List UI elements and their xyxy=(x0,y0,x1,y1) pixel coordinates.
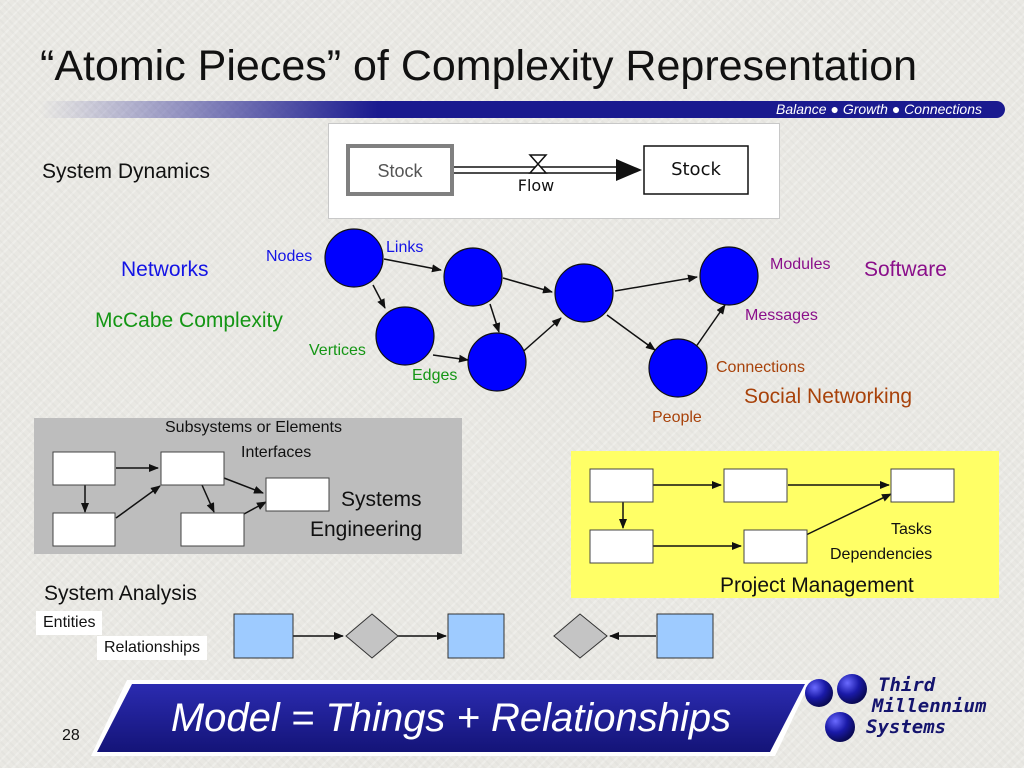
mccabe-complexity-label: McCabe Complexity xyxy=(95,309,283,332)
network-node xyxy=(467,332,527,392)
link-edge xyxy=(692,304,726,352)
flow-valve-icon xyxy=(528,154,548,174)
stock-flow-diagram xyxy=(346,144,749,196)
link-edge xyxy=(432,354,469,363)
company-logo-text: Third Millennium Systems xyxy=(866,675,986,738)
network-node xyxy=(443,247,503,307)
banner-text: Model = Things + Relationships xyxy=(170,695,732,740)
system-dynamics-label: System Dynamics xyxy=(42,160,211,183)
interfaces-label: Interfaces xyxy=(241,444,312,461)
systems-engineering-diagram xyxy=(52,451,330,547)
entity-relationship-diagram xyxy=(233,613,714,659)
task-box xyxy=(890,468,955,503)
task-box xyxy=(743,529,808,564)
project-management-diagram xyxy=(589,468,955,564)
network-node xyxy=(324,228,384,288)
link-edge xyxy=(489,303,501,333)
link-edge xyxy=(383,258,442,273)
subsystem-box xyxy=(265,477,330,512)
tagline: Balance ● Growth ● Connections xyxy=(775,101,982,117)
link-edge xyxy=(517,317,562,357)
messages-label: Messages xyxy=(745,307,818,324)
engineering-label: Engineering xyxy=(310,518,423,541)
entity-box xyxy=(233,613,294,659)
stock-right-box xyxy=(643,145,749,195)
page-number: 28 xyxy=(62,727,80,744)
link-edge xyxy=(372,284,386,309)
subsystem-box xyxy=(52,512,116,547)
software-label: Software xyxy=(864,258,947,281)
network-node xyxy=(648,338,708,398)
subsystem-box xyxy=(160,451,225,486)
entity-box xyxy=(447,613,505,659)
network-node xyxy=(554,263,614,323)
social-networking-label: Social Networking xyxy=(744,385,913,408)
task-box xyxy=(589,468,654,503)
flow-label: Flow xyxy=(517,176,555,195)
relationship-diamond xyxy=(553,613,608,659)
stock-left-box xyxy=(346,144,454,196)
logo-line-millennium: Millennium xyxy=(872,695,987,717)
people-label: People xyxy=(652,409,702,426)
network-node xyxy=(375,306,435,366)
relationship-diamond xyxy=(345,613,399,659)
edges-label: Edges xyxy=(412,367,458,384)
logo-line-systems: Systems xyxy=(866,716,947,738)
link-edge xyxy=(606,314,656,351)
logo-line-third: Third xyxy=(878,674,936,696)
subsystem-box xyxy=(52,451,116,486)
subsystems-label: Subsystems or Elements xyxy=(165,419,342,436)
nodes-label: Nodes xyxy=(266,248,313,265)
title-underline-bar xyxy=(40,101,1005,118)
tasks-label: Tasks xyxy=(891,521,932,538)
stock-left-label: Stock xyxy=(377,161,423,181)
entity-box xyxy=(656,613,714,659)
task-box xyxy=(589,529,654,564)
connections-label: Connections xyxy=(716,359,805,376)
entities-tag: Entities xyxy=(36,611,103,635)
vertices-label: Vertices xyxy=(309,342,366,359)
networks-label: Networks xyxy=(121,258,209,281)
system-analysis-label: System Analysis xyxy=(44,582,197,605)
link-edge xyxy=(502,277,553,294)
stock-right-label: Stock xyxy=(671,159,721,180)
network-node xyxy=(699,246,759,306)
slide-title: “Atomic Pieces” of Complexity Representa… xyxy=(40,42,918,90)
dependencies-label: Dependencies xyxy=(830,546,933,563)
flow-arrowhead xyxy=(616,159,642,181)
project-management-label: Project Management xyxy=(720,574,914,597)
modules-label: Modules xyxy=(770,256,831,273)
subsystem-box xyxy=(180,512,245,547)
links-label: Links xyxy=(386,239,424,256)
company-logo-icon xyxy=(805,674,867,742)
task-box xyxy=(723,468,788,503)
link-edge xyxy=(614,274,698,292)
banner xyxy=(97,684,805,752)
systems-label: Systems xyxy=(341,488,422,511)
relationships-tag: Relationships xyxy=(97,636,208,660)
